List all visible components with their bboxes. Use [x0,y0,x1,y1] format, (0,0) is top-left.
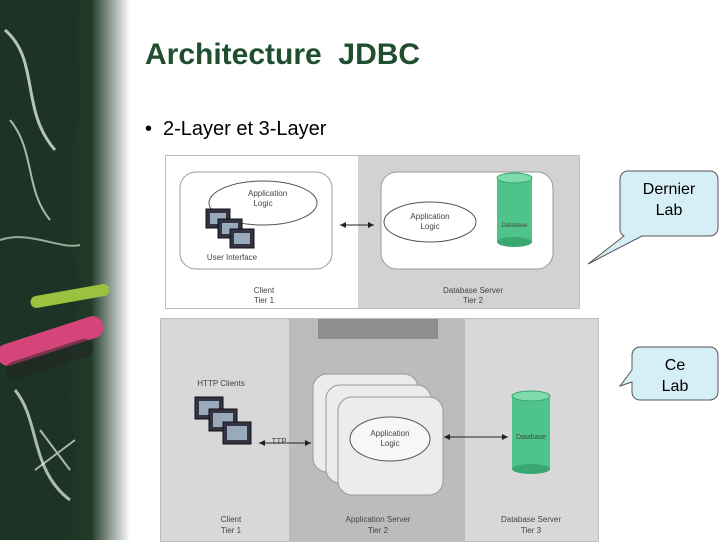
client-label: Client [253,286,275,295]
chalk-pink-icon [0,316,104,380]
callout-bottom-shape [618,346,719,401]
database-icon [496,172,533,247]
dbserver-label: Database Server [500,515,562,524]
dbserver-tier-label: Tier 3 [520,526,542,535]
bullet-item: • 2-Layer et 3-Layer [145,118,326,141]
client-tier-label: Tier 1 [220,526,242,535]
callout-bottom-line1: Ce [664,357,686,374]
server-logic-ellipse [383,201,477,243]
appserver-label: Application Server [345,515,411,524]
app-logic-label: Application Logic [370,429,410,448]
server-app-logic-label: Application Logic [410,212,450,231]
protocol-label: TTP [271,437,287,446]
callout-top-shape [587,170,719,265]
appserver-tier-label: Tier 2 [367,526,389,535]
client-label: Client [220,515,242,524]
server-label: Database Server [442,286,504,295]
appserver-logic-ellipse [349,416,431,462]
database-label: Database [501,223,528,229]
bullet-symbol: • [145,118,153,140]
chalk-green-icon [30,284,110,308]
database-label: Database [516,434,546,441]
callout-bottom-line2: Lab [661,378,689,395]
three-layer-diagram: HTTP Clients TTP Application Logic Datab… [160,318,599,542]
slide-title: Architecture JDBC [145,38,421,71]
chalkboard-decoration [0,0,130,540]
http-clients-icon [194,396,252,445]
callout-top-line2: Lab [655,202,683,219]
client-tier-label: Tier 1 [253,296,275,305]
callout-top-line1: Dernier [642,181,696,198]
client-app-logic-label: Application Logic [248,189,288,208]
callout-top: Dernier Lab [620,179,718,221]
bullet-text: 2-Layer et 3-Layer [163,118,327,140]
two-layer-diagram: Application Logic User Interface Applica… [165,155,580,309]
three-layer-graphic [194,319,551,541]
appserver-header [318,319,438,339]
user-interface-label: User Interface [206,253,258,262]
two-layer-graphic [179,156,579,308]
server-tier-label: Tier 2 [462,296,484,305]
database-icon [511,390,551,474]
http-clients-label: HTTP Clients [197,379,245,388]
callout-bottom: Ce Lab [632,355,718,397]
computer-icon [205,208,255,249]
client-logic-ellipse [208,180,318,226]
